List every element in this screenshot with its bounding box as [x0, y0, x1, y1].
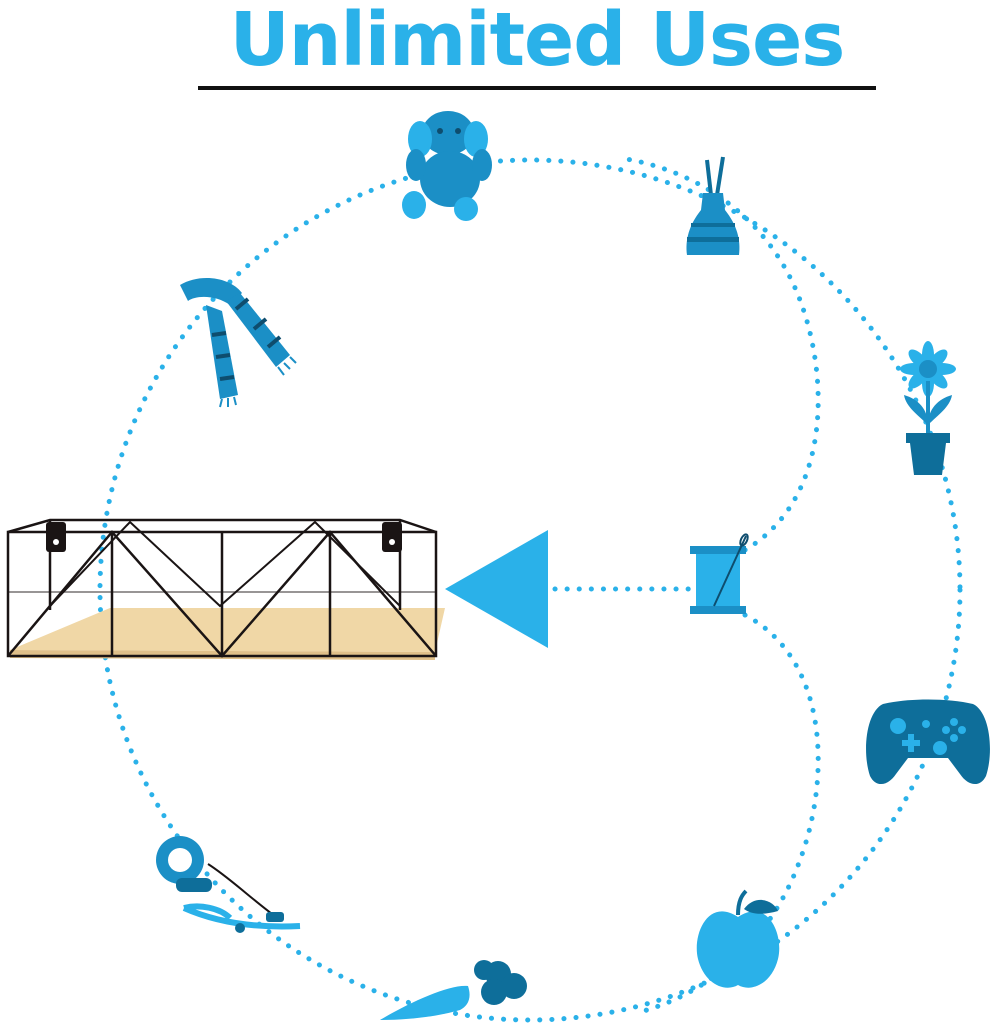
vase-with-brushes-icon — [686, 156, 740, 255]
game-controller-icon — [866, 699, 990, 785]
title-underline — [198, 86, 876, 90]
thread-spool-icon — [690, 533, 749, 614]
scarf-icon — [180, 278, 297, 408]
apple-icon — [696, 889, 780, 988]
page-title: Unlimited Uses — [229, 0, 846, 83]
arrow-left-icon — [445, 530, 548, 648]
wire-shelf-image — [6, 518, 445, 660]
retractable-leash-icon — [156, 836, 301, 933]
potted-flower-icon — [900, 341, 956, 475]
outer-dotted-circle — [97, 157, 963, 1023]
carrot-icon — [380, 960, 527, 1020]
stuffed-toy-icon — [402, 111, 492, 221]
inner-dotted-curve-top — [617, 155, 821, 553]
